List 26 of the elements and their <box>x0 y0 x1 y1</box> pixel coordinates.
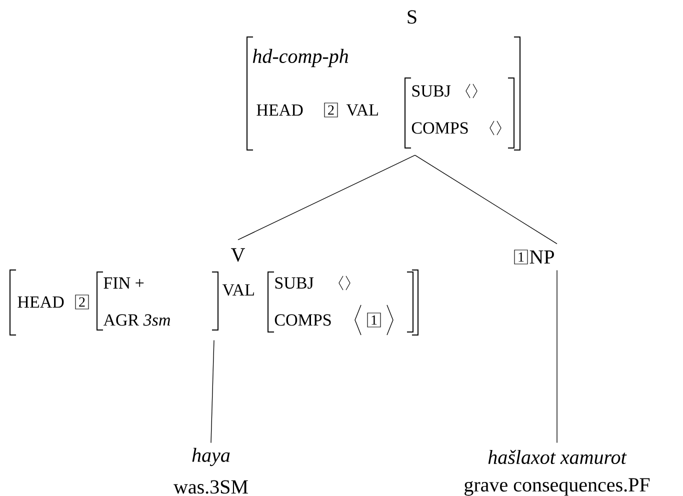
tree-branch <box>210 340 214 444</box>
feature-label: VAL <box>346 104 378 116</box>
feature-label: AGR 3sm <box>103 314 170 326</box>
word-label: hašlaxot xamurot <box>488 450 627 464</box>
category-label: NP <box>530 250 554 264</box>
feature-label: HEAD <box>18 296 64 308</box>
feature-label: SUBJ <box>412 85 451 97</box>
boxed-tag: 2 <box>324 102 338 118</box>
boxed-tag: 1 <box>514 250 528 264</box>
word-label: haya <box>192 448 230 466</box>
gloss-label: grave consequences.PF <box>464 478 650 496</box>
tree-branch <box>556 270 558 444</box>
feature-label: FIN + <box>104 277 144 289</box>
feature-label: COMPS <box>412 122 468 134</box>
feature-label: VAL <box>222 284 254 296</box>
tree-branch <box>238 154 416 240</box>
boxed-tag: 1 <box>367 312 381 328</box>
boxed-tag: 2 <box>75 294 89 310</box>
category-label: S <box>408 10 416 24</box>
feature-label: HEAD <box>256 104 303 116</box>
type-label: hd-comp-ph <box>252 48 348 68</box>
gloss-label: was.3SM <box>174 480 248 494</box>
tree-branch <box>414 154 558 244</box>
feature-label: COMPS <box>274 314 331 326</box>
category-label: V <box>231 248 245 262</box>
feature-label: SUBJ <box>275 277 314 289</box>
